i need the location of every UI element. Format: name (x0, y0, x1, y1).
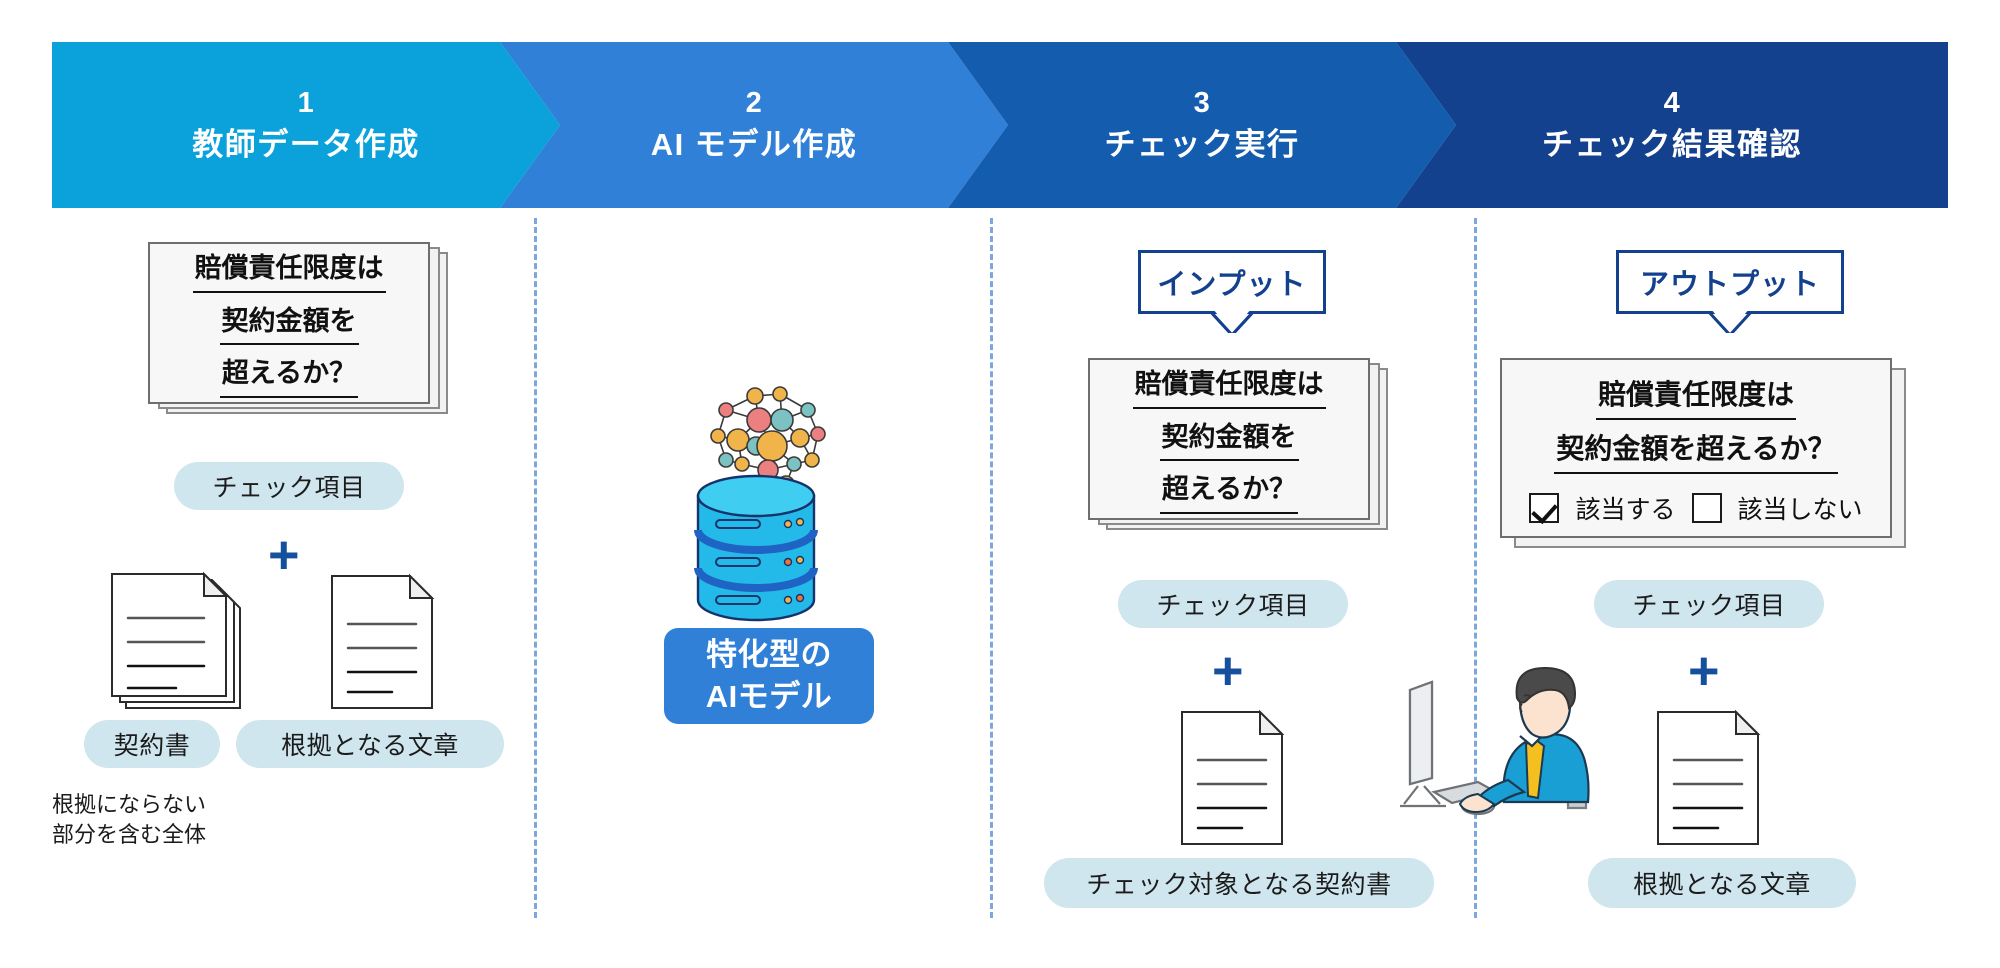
col3-callout-input: インプット (1138, 250, 1326, 333)
col4-plus-sign: + (1688, 641, 1720, 701)
card-face: 賠償責任限度は 契約金額を超えるか？ 該当する 該当しない (1500, 358, 1892, 538)
col1-question-card: 賠償責任限度は 契約金額を 超えるか？ (148, 242, 448, 414)
chip-label: チェック項目 (1632, 592, 1786, 620)
col4-document-icon (1650, 708, 1770, 853)
col4-callout-output: アウトプット (1616, 250, 1844, 333)
checkbox-applicable-label: 該当する (1575, 496, 1676, 524)
question-line-1: 賠償責任限度は (1132, 364, 1326, 409)
checkbox-applicable-icon[interactable] (1529, 493, 1560, 523)
step-1-chevron[interactable]: 1 教師データ作成 (52, 42, 560, 208)
col4-chip-check-item[interactable]: チェック項目 (1594, 580, 1824, 628)
checkbox-not-applicable-label: 該当しない (1737, 496, 1863, 524)
col3-chip-check-item[interactable]: チェック項目 (1118, 580, 1348, 628)
col1-plus-sign: + (268, 525, 300, 585)
col3-question-card: 賠償責任限度は 契約金額を 超えるか？ (1088, 358, 1388, 530)
process-step-banner: 1 教師データ作成 2 AI モデル作成 3 チェック実行 4 チェック結果確認 (52, 42, 1948, 208)
question-line-3: 超えるか？ (1159, 469, 1299, 514)
question-line-2: 契約金額を超えるか？ (1554, 428, 1838, 474)
col3-person-at-computer-icon (1374, 660, 1604, 825)
col1-document-icon (324, 572, 444, 717)
col1-chip-evidence[interactable]: 根拠となる文章 (236, 720, 504, 768)
chip-label: 根拠となる文章 (1633, 871, 1811, 899)
model-label-line-2: AIモデル (705, 679, 833, 714)
question-line-1: 賠償責任限度は (192, 248, 386, 293)
result-checkbox-row: 該当する 該当しない (1529, 490, 1863, 526)
step-3-label: チェック実行 (1104, 126, 1300, 162)
chip-label: チェック項目 (212, 474, 366, 502)
col1-caption: 根拠にならない 部分を含む全体 (52, 792, 207, 847)
column-divider-1 (534, 218, 537, 918)
question-line-2: 契約金額を (1159, 417, 1299, 462)
col3-plus-sign: + (1212, 641, 1244, 701)
step-1-label: 教師データ作成 (192, 126, 420, 162)
step-4-chevron[interactable]: 4 チェック結果確認 (1396, 42, 1948, 208)
card-face: 賠償責任限度は 契約金額を 超えるか？ (1088, 358, 1370, 520)
question-line-3: 超えるか？ (219, 353, 359, 398)
step-4-number: 4 (1663, 86, 1681, 119)
step-2-number: 2 (745, 86, 763, 119)
col3-document-icon (1174, 708, 1294, 853)
callout-tail (1210, 311, 1254, 333)
callout-tail (1708, 311, 1752, 333)
checkbox-not-applicable-icon[interactable] (1691, 493, 1722, 523)
column-divider-2 (990, 218, 993, 918)
chip-label: 根拠となる文章 (281, 732, 459, 760)
col1-chip-contract[interactable]: 契約書 (84, 720, 220, 768)
chip-label: チェック項目 (1156, 592, 1310, 620)
callout-label: インプット (1157, 269, 1307, 301)
step-2-label: AI モデル作成 (650, 126, 858, 162)
col4-chip-evidence[interactable]: 根拠となる文章 (1588, 858, 1856, 908)
col1-document-stack-icon (100, 570, 260, 720)
col1-chip-check-item[interactable]: チェック項目 (174, 462, 404, 510)
step-3-chevron[interactable]: 3 チェック実行 (948, 42, 1456, 208)
model-label-line-1: 特化型の (706, 637, 832, 673)
step-1-number: 1 (297, 86, 315, 119)
step-3-number: 3 (1193, 86, 1211, 119)
chip-label: チェック対象となる契約書 (1086, 871, 1392, 899)
col3-chip-target-contract[interactable]: チェック対象となる契約書 (1044, 858, 1434, 908)
question-line-2: 契約金額を (219, 301, 359, 346)
chip-label: 契約書 (113, 732, 191, 760)
step-4-label: チェック結果確認 (1542, 126, 1802, 162)
card-face: 賠償責任限度は 契約金額を 超えるか？ (148, 242, 430, 404)
col4-result-card: 賠償責任限度は 契約金額を超えるか？ 該当する 該当しない (1500, 358, 1920, 548)
column-divider-3 (1474, 218, 1477, 918)
step-2-chevron[interactable]: 2 AI モデル作成 (500, 42, 1008, 208)
callout-label: アウトプット (1639, 269, 1820, 301)
col2-ai-database-icon (660, 378, 880, 651)
question-line-1: 賠償責任限度は (1595, 374, 1796, 420)
col2-model-label[interactable]: 特化型の AIモデル (664, 628, 874, 724)
